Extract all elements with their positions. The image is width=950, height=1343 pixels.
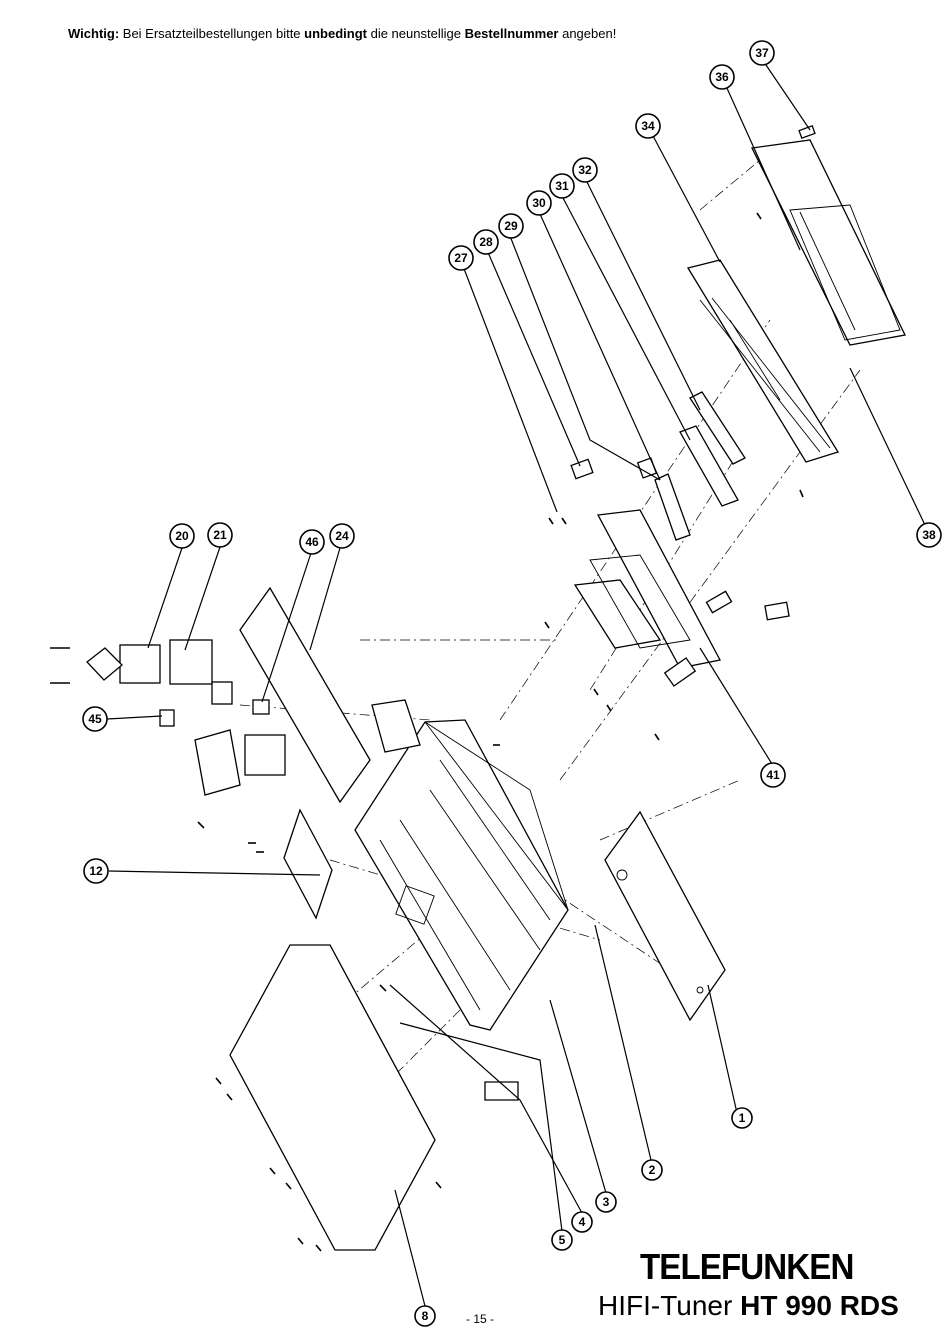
callout-12: 12 <box>84 859 108 883</box>
svg-text:12: 12 <box>89 864 103 878</box>
callout-41: 41 <box>761 763 785 787</box>
callout-34: 34 <box>636 114 660 138</box>
bottom-plate <box>605 812 725 1020</box>
model-prefix: HIFI-Tuner <box>598 1290 740 1321</box>
svg-text:29: 29 <box>504 219 518 233</box>
callout-38: 38 <box>917 523 941 547</box>
callout-27: 27 <box>449 246 473 270</box>
callout-5: 5 <box>552 1230 572 1250</box>
model-title: HIFI-Tuner HT 990 RDS <box>598 1290 899 1322</box>
svg-text:3: 3 <box>603 1195 610 1209</box>
svg-text:38: 38 <box>922 528 936 542</box>
callout-46: 46 <box>300 530 324 554</box>
svg-text:20: 20 <box>175 529 189 543</box>
svg-text:41: 41 <box>766 768 780 782</box>
svg-text:8: 8 <box>422 1309 429 1323</box>
svg-text:28: 28 <box>479 235 493 249</box>
callout-28: 28 <box>474 230 498 254</box>
front-frame <box>688 260 838 462</box>
svg-text:2: 2 <box>649 1163 656 1177</box>
svg-text:34: 34 <box>641 119 655 133</box>
svg-text:30: 30 <box>532 196 546 210</box>
svg-text:1: 1 <box>739 1111 746 1125</box>
callout-24: 24 <box>330 524 354 548</box>
callout-3: 3 <box>596 1192 616 1212</box>
callout-37: 37 <box>750 41 774 65</box>
callout-45: 45 <box>83 707 107 731</box>
svg-text:21: 21 <box>213 528 227 542</box>
callout-4: 4 <box>572 1212 592 1232</box>
svg-text:4: 4 <box>579 1215 586 1229</box>
svg-text:37: 37 <box>755 46 769 60</box>
callout-2: 2 <box>642 1160 662 1180</box>
svg-text:46: 46 <box>305 535 319 549</box>
transformer-parts <box>87 640 285 795</box>
callout-1: 1 <box>732 1108 752 1128</box>
svg-text:24: 24 <box>335 529 349 543</box>
callout-29: 29 <box>499 214 523 238</box>
callout-20: 20 <box>170 524 194 548</box>
svg-text:32: 32 <box>578 163 592 177</box>
page-number: - 15 - <box>466 1312 494 1326</box>
callout-21: 21 <box>208 523 232 547</box>
callout-31: 31 <box>550 174 574 198</box>
button-strips <box>571 392 745 540</box>
svg-text:5: 5 <box>559 1233 566 1247</box>
svg-text:27: 27 <box>454 251 468 265</box>
svg-text:36: 36 <box>715 70 729 84</box>
model-name: HT 990 RDS <box>740 1290 899 1321</box>
callout-30: 30 <box>527 191 551 215</box>
main-chassis <box>355 700 568 1030</box>
brand-logo-text: TELEFUNKEN <box>640 1246 916 1288</box>
svg-text:31: 31 <box>555 179 569 193</box>
callout-32: 32 <box>573 158 597 182</box>
callout-36: 36 <box>710 65 734 89</box>
svg-text:45: 45 <box>88 712 102 726</box>
rear-cover-panel <box>752 126 905 345</box>
callout-8: 8 <box>415 1306 435 1326</box>
